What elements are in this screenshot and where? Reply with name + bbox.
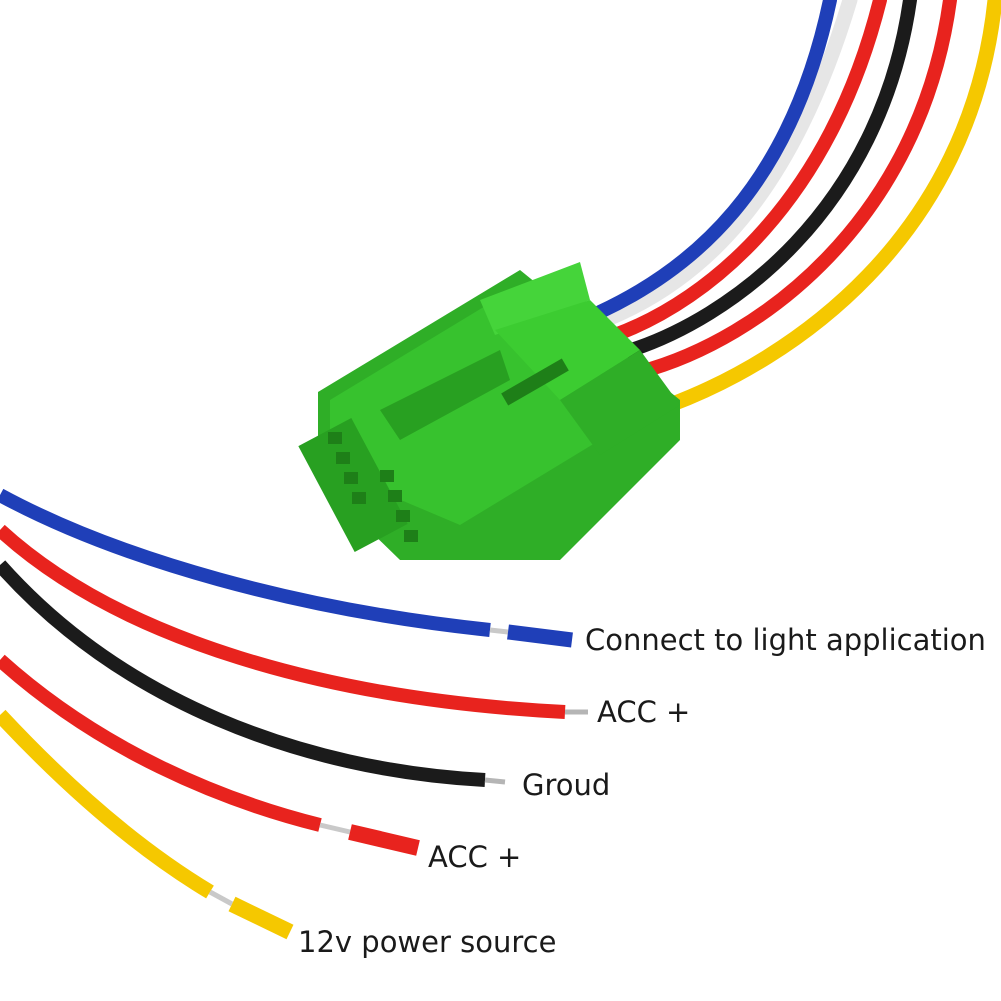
label-ground: Groud xyxy=(522,768,611,802)
upper-blue-wire xyxy=(593,0,837,319)
label-connect-light: Connect to light application xyxy=(585,623,986,657)
label-acc-plus-2: ACC + xyxy=(428,840,522,874)
upper-red-wire-1 xyxy=(608,0,887,342)
red-acc-wire-1 xyxy=(0,524,566,719)
label-12v-power: 12v power source xyxy=(298,925,557,959)
yellow-12v-wire xyxy=(0,709,214,899)
connector-pin-holes xyxy=(328,432,418,542)
upper-white-wire xyxy=(602,0,858,326)
green-connector xyxy=(298,262,680,560)
upper-wire-bundle xyxy=(593,0,1001,413)
label-acc-plus-1: ACC + xyxy=(597,695,691,729)
upper-black-wire xyxy=(618,0,917,359)
lower-wires xyxy=(0,488,588,940)
red-acc-wire-2 xyxy=(0,654,322,832)
upper-yellow-wire xyxy=(662,0,1001,413)
blue-wire xyxy=(0,488,491,637)
black-ground-wire xyxy=(0,560,486,787)
upper-red-wire-2 xyxy=(633,0,957,379)
